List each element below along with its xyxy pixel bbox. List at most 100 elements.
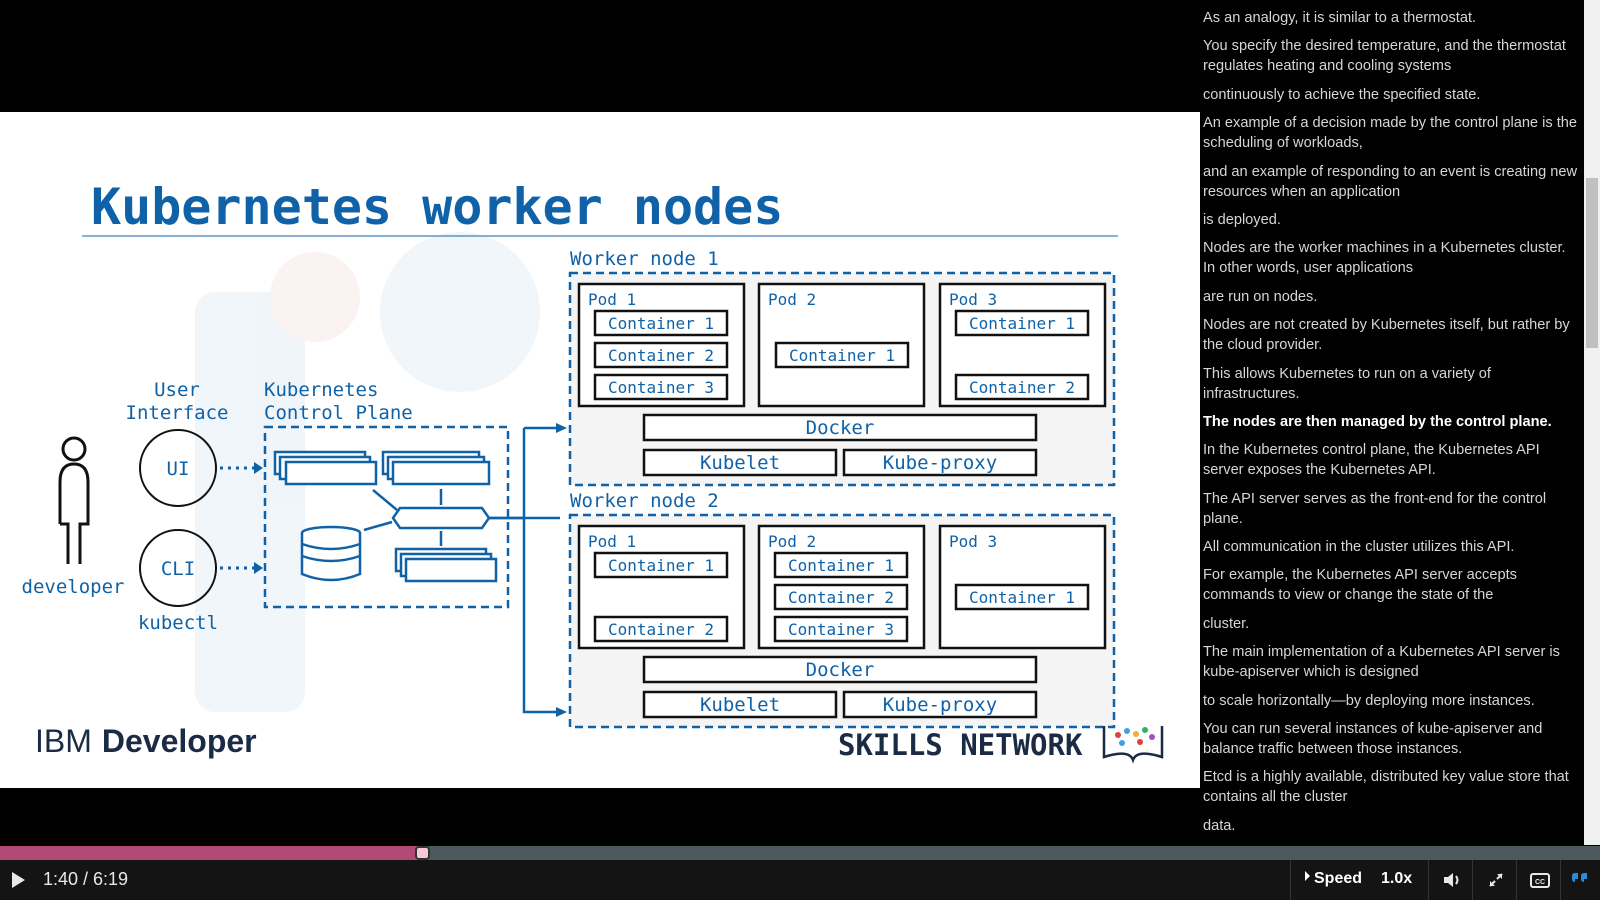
kube-proxy-box xyxy=(842,690,1038,719)
progress-bar[interactable] xyxy=(0,846,1600,860)
transcript-line[interactable]: cluster. xyxy=(1203,615,1250,632)
container-box xyxy=(593,615,729,643)
transcript-line[interactable]: In the Kubernetes control plane, the Kub… xyxy=(1203,442,1540,479)
transcript-line[interactable]: You specify the desired temperature, and… xyxy=(1203,38,1566,75)
container-box xyxy=(954,309,1090,337)
transcript-line[interactable]: For example, the Kubernetes API server a… xyxy=(1203,567,1517,604)
pod-label: Pod 2 xyxy=(768,532,816,551)
progress-played xyxy=(0,846,423,860)
container-label: Container 1 xyxy=(789,346,895,365)
kubectl-label: kubectl xyxy=(138,612,218,634)
worker-node-2: Worker node 2 Pod 1 Container 1 Container 2… xyxy=(568,490,1116,729)
container-box xyxy=(954,583,1090,611)
transcript-scrollbar[interactable] xyxy=(1584,0,1600,845)
pod-label: Pod 1 xyxy=(588,532,636,551)
container-box xyxy=(593,373,729,401)
container-box xyxy=(773,615,909,643)
container-box xyxy=(593,341,729,369)
container-label: Container 2 xyxy=(608,620,714,639)
worker-node-1: Worker node 1 Pod 1 Container 1 Container 2… xyxy=(568,248,1116,487)
video-player[interactable]: Kubernetes worker nodes developer User I… xyxy=(0,0,1200,845)
fullscreen-icon[interactable] xyxy=(1484,868,1508,892)
container-label: Container 1 xyxy=(608,556,714,575)
skills-network-logo: SKILLS NETWORK xyxy=(838,728,1083,762)
transcript-panel[interactable]: As an analogy, it is similar to a thermo… xyxy=(1200,0,1584,845)
container-label: Container 1 xyxy=(969,314,1075,333)
kube-proxy-label: Kube-proxy xyxy=(883,694,997,716)
kubelet-label: Kubelet xyxy=(700,694,780,716)
container-label: Container 1 xyxy=(608,314,714,333)
developer-icon xyxy=(58,436,90,564)
speed-value: 1.0x xyxy=(1381,870,1413,887)
transcript-line[interactable]: and an example of responding to an event… xyxy=(1203,163,1578,200)
closed-captions-icon[interactable]: CC xyxy=(1528,868,1552,892)
container-label: Container 2 xyxy=(788,588,894,607)
kubernetes-diagram: Kubernetes worker nodes developer User I… xyxy=(22,178,1164,764)
container-label: Container 2 xyxy=(608,346,714,365)
pod: Pod 2 Container 1 xyxy=(757,282,926,408)
transcript-line[interactable]: Etcd is a highly available, distributed … xyxy=(1203,769,1569,806)
transcript-line[interactable]: are run on nodes. xyxy=(1203,288,1318,305)
control-plane-label: Kubernetes xyxy=(264,379,378,401)
skills-network-book-icon xyxy=(1102,726,1164,764)
developer-label: developer xyxy=(22,576,125,598)
container-label: Container 2 xyxy=(969,378,1075,397)
docker-label: Docker xyxy=(806,659,875,681)
player-controls: 1:40 / 6:19 Speed 1.0x CC xyxy=(0,860,1600,900)
kubelet-label: Kubelet xyxy=(700,452,780,474)
svg-text:Interface: Interface xyxy=(126,402,229,424)
docker-box xyxy=(642,655,1038,684)
transcript-line[interactable]: Nodes are not created by Kubernetes itse… xyxy=(1203,317,1570,354)
transcript-line[interactable]: to scale horizontally—by deploying more … xyxy=(1203,692,1535,709)
control-plane-components xyxy=(273,450,498,583)
slide: Kubernetes worker nodes developer User I… xyxy=(0,112,1200,788)
kubelet-box xyxy=(642,690,838,719)
pod: Pod 1 Container 1 Container 2 xyxy=(577,524,746,650)
caret-right-icon xyxy=(1305,871,1310,881)
svg-text:CC: CC xyxy=(1535,879,1545,886)
speed-button[interactable]: Speed xyxy=(1305,870,1362,888)
container-box xyxy=(773,551,909,579)
container-label: Container 1 xyxy=(969,588,1075,607)
transcript-line[interactable]: This allows Kubernetes to run on a varie… xyxy=(1203,365,1491,402)
transcript-line[interactable]: data. xyxy=(1203,817,1236,834)
transcript-line[interactable]: As an analogy, it is similar to a thermo… xyxy=(1203,10,1477,26)
pod-label: Pod 1 xyxy=(588,290,636,309)
transcript-line[interactable]: All communication in the cluster utilize… xyxy=(1203,539,1515,556)
transcript-line[interactable]: Nodes are the worker machines in a Kuber… xyxy=(1203,240,1566,277)
transcript-line[interactable]: An example of a decision made by the con… xyxy=(1203,115,1577,152)
transcript-line[interactable]: The nodes are then managed by the contro… xyxy=(1203,413,1552,430)
pod: Pod 1 Container 1 Container 2 Container 3 xyxy=(577,282,746,408)
pod-label: Pod 3 xyxy=(949,290,997,309)
worker-node-label: Worker node 1 xyxy=(570,248,719,270)
container-box xyxy=(774,341,910,369)
user-interface-label: User xyxy=(154,379,200,401)
container-box xyxy=(593,309,729,337)
pod: Pod 3 Container 1 Container 2 xyxy=(938,282,1107,408)
container-label: Container 3 xyxy=(608,378,714,397)
ui-circle: UI xyxy=(167,458,190,480)
kube-proxy-box xyxy=(842,448,1038,477)
worker-node-label: Worker node 2 xyxy=(570,490,719,512)
slide-title: Kubernetes worker nodes xyxy=(91,178,783,236)
container-label: Container 3 xyxy=(788,620,894,639)
container-box xyxy=(773,583,909,611)
transcript-icon[interactable] xyxy=(1568,868,1592,892)
transcript-line[interactable]: You can run several instances of kube-ap… xyxy=(1203,721,1543,758)
volume-icon[interactable] xyxy=(1440,868,1464,892)
scrollbar-thumb[interactable] xyxy=(1586,178,1598,348)
transcript-line[interactable]: continuously to achieve the specified st… xyxy=(1203,86,1481,103)
cli-circle: CLI xyxy=(161,558,195,580)
progress-handle[interactable] xyxy=(415,846,431,860)
kubelet-box xyxy=(642,448,838,477)
play-icon[interactable] xyxy=(12,872,25,888)
pod-label: Pod 2 xyxy=(768,290,816,309)
transcript-line[interactable]: The main implementation of a Kubernetes … xyxy=(1203,644,1560,681)
docker-label: Docker xyxy=(806,417,875,439)
transcript-line[interactable]: is deployed. xyxy=(1203,211,1281,228)
docker-box xyxy=(642,413,1038,442)
transcript-line[interactable]: The API server serves as the front-end f… xyxy=(1203,490,1547,527)
